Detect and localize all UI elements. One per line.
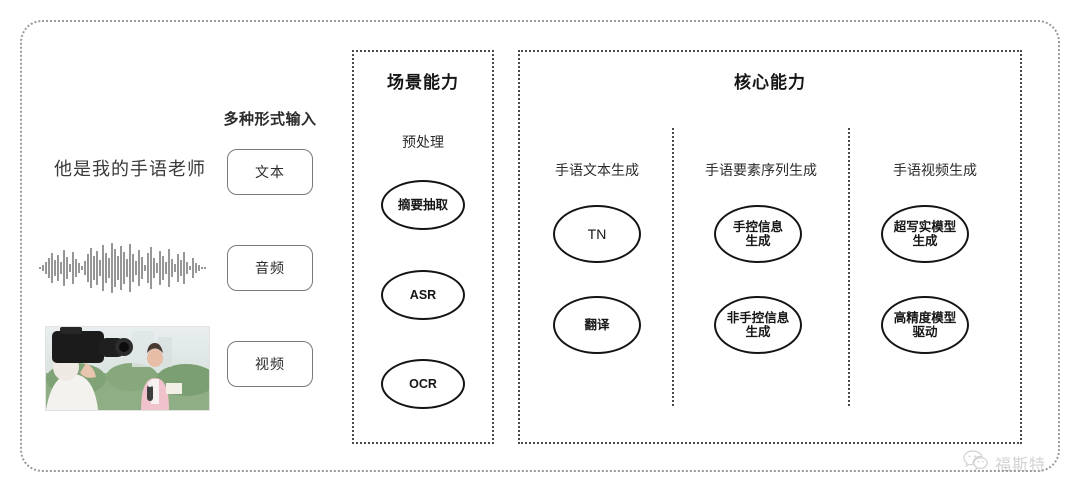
core-node-tn[interactable]: TN [553,205,641,263]
core-node-highprec-line1: 高精度模型 [893,310,957,325]
core-node-manual-info-generation[interactable]: 手控信息 生成 [714,205,802,263]
core-node-translation-line1: 翻译 [584,317,610,332]
core-column-header-sign-text-generation: 手语文本生成 [555,162,639,178]
core-node-highprecision-model-driving[interactable]: 高精度模型 驱动 [881,296,969,354]
input-button-text[interactable]: 文本 [227,149,313,195]
scene-capability-box [352,50,494,444]
core-node-manual-line2: 生成 [745,234,771,248]
watermark: 福斯特 [963,450,1046,475]
core-column-header-sign-video-generation: 手语视频生成 [893,162,977,178]
core-node-highprec-line2: 驱动 [912,325,938,339]
input-button-video[interactable]: 视频 [227,341,313,387]
scene-node-asr[interactable]: ASR [381,270,465,320]
core-node-manual-line1: 手控信息 [732,219,783,234]
audio-waveform [38,240,210,296]
core-column-divider-1 [672,128,674,406]
core-node-tn-line1: TN [587,225,607,242]
core-node-translation[interactable]: 翻译 [553,296,641,354]
outer-frame [20,20,1060,472]
watermark-text: 福斯特 [994,456,1046,474]
source-text-sample: 他是我的手语老师 [54,159,206,179]
core-node-hyperreal-line1: 超写实模型 [893,219,957,234]
wechat-icon [963,450,989,475]
core-node-nonmanual-info-generation[interactable]: 非手控信息 生成 [714,296,802,354]
scene-capability-title: 场景能力 [387,73,459,92]
core-column-header-sign-element-sequence-generation: 手语要素序列生成 [705,162,817,178]
scene-subtitle-preprocess: 预处理 [402,134,444,150]
core-node-hyperreal-line2: 生成 [912,234,938,248]
scene-node-summary-extraction[interactable]: 摘要抽取 [381,180,465,230]
input-button-audio[interactable]: 音频 [227,245,313,291]
core-node-hyperrealistic-model-generation[interactable]: 超写实模型 生成 [881,205,969,263]
core-node-nonmanual-line2: 生成 [745,325,771,339]
core-node-nonmanual-line1: 非手控信息 [726,310,790,325]
core-column-divider-2 [848,128,850,406]
core-capability-title: 核心能力 [734,73,806,92]
scene-node-ocr[interactable]: OCR [381,359,465,409]
input-panel-heading: 多种形式输入 [223,111,317,128]
video-thumbnail [45,326,210,411]
core-capability-box [518,50,1022,444]
